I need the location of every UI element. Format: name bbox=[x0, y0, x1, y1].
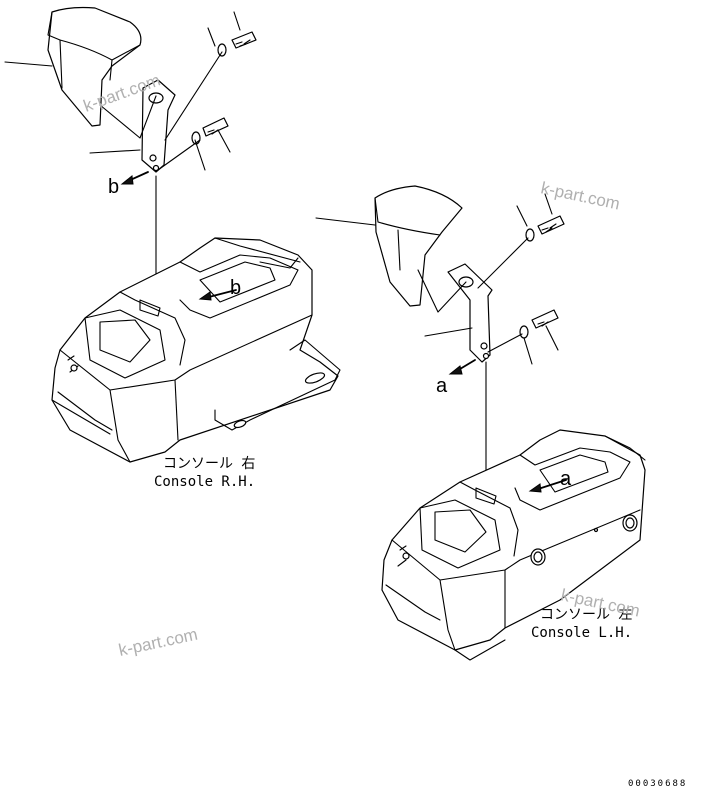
washer-rh-upper bbox=[217, 43, 227, 57]
leader-bolt-rh-2 bbox=[217, 129, 231, 153]
watermark-4: k-part.com bbox=[117, 625, 199, 660]
bolt-lh-upper bbox=[537, 215, 565, 235]
watermark-2: k-part.com bbox=[539, 178, 621, 213]
guide-rh bbox=[99, 95, 157, 139]
leader-bracket-lh bbox=[424, 327, 473, 337]
leader-bolt-lh bbox=[544, 193, 553, 215]
leader-pad-lh bbox=[315, 217, 376, 226]
bolt-rh-lower bbox=[202, 117, 229, 137]
bolt-lh-lower bbox=[531, 309, 559, 329]
view-letter-a-console: a bbox=[560, 468, 572, 490]
washer-lh-lower bbox=[519, 325, 529, 339]
console-body-rh bbox=[51, 237, 341, 463]
console-lh-label-jp: コンソール 左 bbox=[540, 607, 632, 623]
bracket-rh bbox=[141, 79, 176, 173]
bracket-lh bbox=[447, 263, 493, 363]
leader-bolt-lh-2 bbox=[545, 325, 559, 351]
bolt-rh-upper bbox=[231, 31, 257, 49]
leader-bracket-rh bbox=[89, 149, 141, 154]
guide-rh-2 bbox=[164, 51, 223, 141]
armrest-pad-lh bbox=[374, 185, 463, 307]
leader-pad-rh bbox=[4, 61, 53, 67]
arrow-b2-head bbox=[198, 291, 212, 301]
console-lh-label-en: Console L.H. bbox=[531, 625, 632, 641]
leader-washer-rh bbox=[207, 27, 216, 47]
console-body-lh bbox=[381, 429, 646, 661]
leader-washer-rh-2 bbox=[194, 139, 206, 171]
armrest-pad-rh bbox=[47, 6, 142, 127]
guide-lh-3 bbox=[487, 333, 523, 353]
arrow-b-head bbox=[120, 175, 134, 185]
document-number: 00030688 bbox=[628, 779, 687, 789]
leader-washer-lh bbox=[516, 205, 528, 227]
console-rh-label-jp: コンソール 右 bbox=[163, 456, 255, 472]
console-rh-label-en: Console R.H. bbox=[154, 474, 255, 490]
arrow-a-head bbox=[448, 365, 463, 375]
view-letter-a-left: a bbox=[436, 375, 448, 397]
guide-lh-2 bbox=[477, 237, 529, 289]
leader-washer-lh-2 bbox=[523, 337, 533, 365]
guide-lh bbox=[417, 269, 467, 313]
view-letter-b-left: b bbox=[108, 176, 119, 198]
guide-rh-3 bbox=[157, 139, 201, 171]
arrow-a2-head bbox=[528, 483, 542, 493]
leader-bolt-rh bbox=[233, 11, 241, 31]
view-letter-b-console: b bbox=[230, 277, 241, 299]
